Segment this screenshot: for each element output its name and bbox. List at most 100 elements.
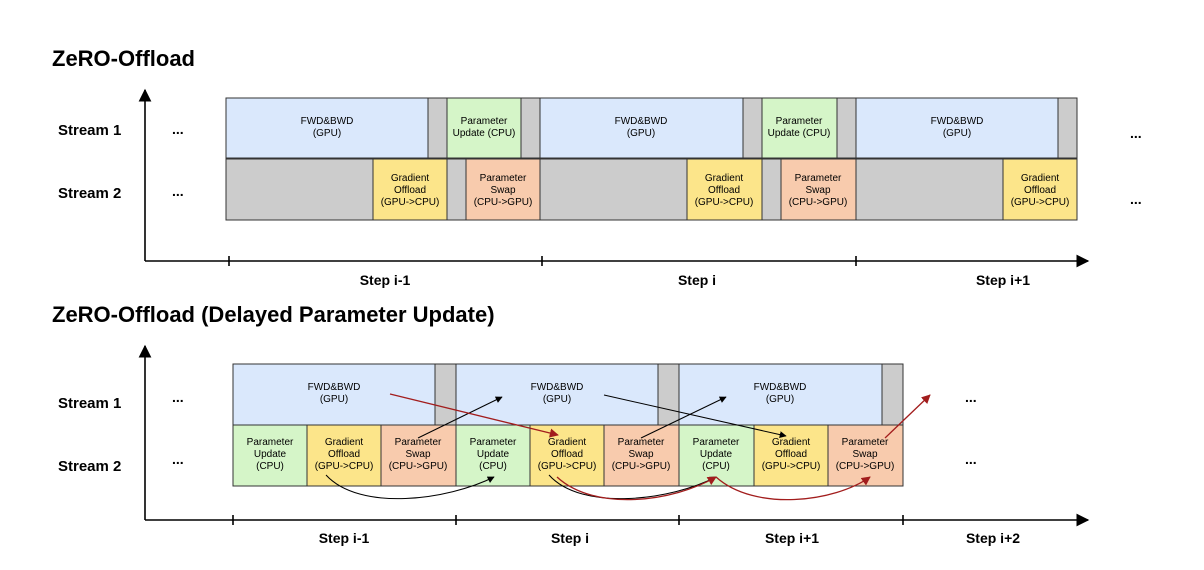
param-update-label: Parameter [776,116,823,127]
param-update-label: Parameter [693,437,740,448]
idle-block [520,97,541,159]
bottom-step-label: Step i-1 [319,530,370,546]
param-swap-label: (CPU->GPU) [474,197,533,208]
fwd-bwd-label: (GPU) [627,128,655,139]
top-ellipsis-s1-right: ... [1130,125,1142,141]
fwd-bwd-block [678,363,883,426]
bottom-step-label: Step i+1 [765,530,819,546]
fwd-bwd-label: FWD&BWD [301,116,354,127]
bottom-lane-stream-1: Stream 1 [58,395,121,412]
gradient-offload-label: Gradient [391,173,430,184]
param-update-label: Parameter [247,437,294,448]
gradient-offload-label: Offload [551,449,583,460]
gradient-offload-label: Offload [1024,185,1056,196]
param-swap-label: (CPU->GPU) [789,197,848,208]
fwd-bwd-label: FWD&BWD [931,116,984,127]
gradient-offload-label: (GPU->CPU) [695,197,754,208]
param-update-block [678,424,755,487]
top-step-label: Step i [678,272,716,288]
fwd-bwd-block [855,97,1059,159]
gradient-offload-label: (GPU->CPU) [538,461,597,472]
param-swap-block [603,424,680,487]
param-update-block [761,97,838,159]
fwd-bwd-block [539,97,744,159]
top-step-label: Step i+1 [976,272,1030,288]
bottom-lane-stream-2: Stream 2 [58,458,121,475]
black-arrow [603,394,787,439]
top-stream-1-blocks: FWD&BWD (GPU) Parameter Update (CPU) FWD… [225,97,1078,159]
idle-block [836,97,857,159]
param-swap-label: Swap [405,449,430,460]
gradient-offload-block [753,424,829,487]
fwd-bwd-label: FWD&BWD [531,382,584,393]
gradient-offload-block [372,158,448,221]
red-arrow [715,476,871,501]
red-arrow [884,394,931,439]
param-swap-label: Parameter [395,437,442,448]
fwd-bwd-label: (GPU) [543,394,571,405]
black-arrow [417,396,503,439]
black-arrow [640,396,727,439]
gradient-offload-label: Gradient [1021,173,1060,184]
param-update-label: Update [254,449,287,460]
fwd-bwd-block [455,363,659,426]
param-swap-block [380,424,457,487]
param-swap-label: Swap [490,185,515,196]
top-lane-stream-2: Stream 2 [58,185,121,202]
param-swap-label: Parameter [480,173,527,184]
idle-block [1057,97,1078,159]
red-dependency-arrows [389,393,931,501]
param-swap-label: Parameter [842,437,889,448]
bottom-stream-1-blocks: FWD&BWD (GPU) FWD&BWD (GPU) FWD&BWD (GPU… [232,363,904,426]
param-update-label: Parameter [470,437,517,448]
red-arrow [389,393,559,438]
param-update-block [446,97,522,159]
gradient-offload-block [306,424,382,487]
param-update-label: Update (CPU) [768,128,831,139]
bottom-ellipsis-s1-left: ... [172,389,184,405]
param-update-label: (CPU) [479,461,507,472]
idle-block [427,97,448,159]
top-ellipsis-s1-left: ... [172,121,184,137]
bottom-ellipsis-s1-right: ... [965,389,977,405]
bottom-step-label: Step i [551,530,589,546]
param-update-label: Update (CPU) [453,128,516,139]
param-swap-label: Swap [805,185,830,196]
bottom-step-label: Step i+2 [966,530,1020,546]
gradient-offload-label: (GPU->CPU) [762,461,821,472]
idle-block [742,97,763,159]
gradient-offload-label: Offload [328,449,360,460]
param-update-block [455,424,531,487]
bottom-ellipsis-s2-left: ... [172,451,184,467]
param-swap-label: Parameter [795,173,842,184]
gradient-offload-label: Offload [708,185,740,196]
idle-block [657,363,680,426]
param-swap-label: Parameter [618,437,665,448]
param-swap-label: Swap [628,449,653,460]
param-update-label: (CPU) [256,461,284,472]
fwd-bwd-label: FWD&BWD [615,116,668,127]
bottom-title: ZeRO-Offload (Delayed Parameter Update) [52,302,495,327]
param-swap-block [465,158,541,221]
param-swap-block [780,158,857,221]
param-update-label: (CPU) [702,461,730,472]
fwd-bwd-block [225,97,429,159]
param-swap-label: Swap [852,449,877,460]
top-ellipsis-s2-left: ... [172,183,184,199]
top-title: ZeRO-Offload [52,46,195,71]
idle-block [539,158,688,221]
param-swap-label: (CPU->GPU) [836,461,895,472]
fwd-bwd-label: (GPU) [320,394,348,405]
idle-block [225,158,374,221]
bottom-stream-2-blocks: Parameter Update (CPU) Gradient Offload … [232,424,904,487]
gradient-offload-label: (GPU->CPU) [1011,197,1070,208]
gradient-offload-label: (GPU->CPU) [381,197,440,208]
fwd-bwd-label: (GPU) [943,128,971,139]
fwd-bwd-block [232,363,436,426]
red-arrow [556,476,717,501]
param-update-label: Update [700,449,733,460]
gradient-offload-label: Offload [775,449,807,460]
gradient-offload-label: Gradient [772,437,811,448]
gradient-offload-label: Offload [394,185,426,196]
